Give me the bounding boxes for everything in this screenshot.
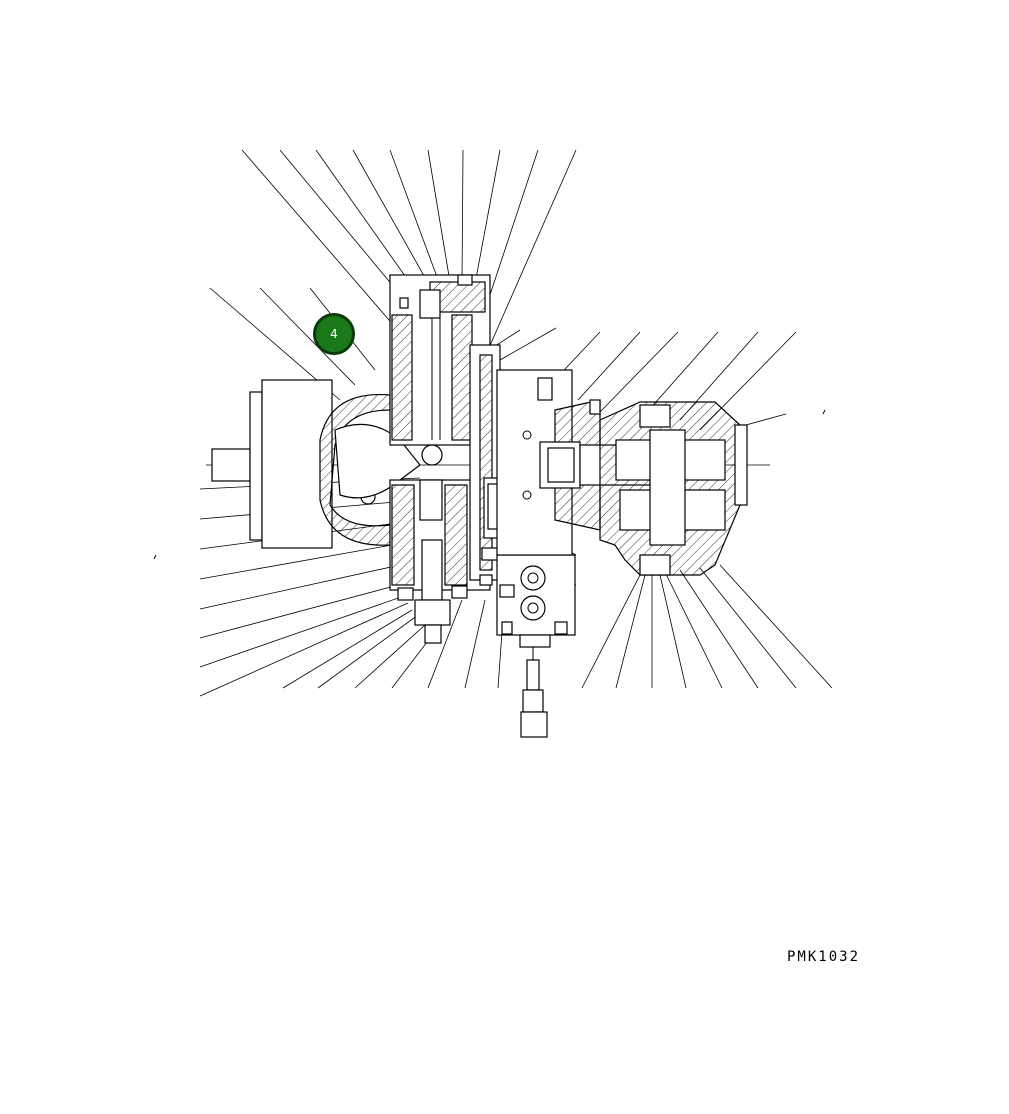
- drawing-code-label: PMK1032: [787, 949, 861, 965]
- left-motor-housing: [211, 379, 421, 549]
- callout-marker-4[interactable]: 4: [313, 313, 355, 355]
- leader-lines-bottom: [282, 564, 833, 689]
- right-drive-housing: [496, 369, 748, 576]
- stray-marks: [153, 409, 826, 560]
- lower-control-block: [496, 554, 576, 738]
- callout-number: 4: [330, 327, 338, 341]
- leader-lines-top: [241, 149, 577, 351]
